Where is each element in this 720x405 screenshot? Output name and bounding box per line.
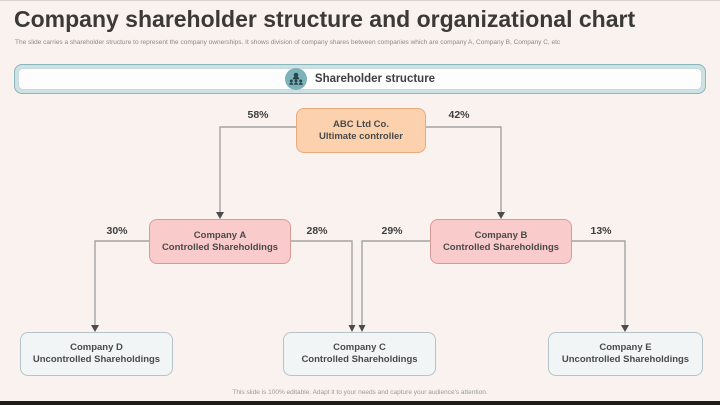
page-subtitle: The slide carries a shareholder structur… [15,39,561,46]
banner-label: Shareholder structure [314,73,436,85]
org-node-title: Company A [193,229,247,241]
banner-inner: Shareholder structure [18,68,702,90]
ownership-percent-label: 13% [590,225,612,237]
org-node-title: Company B [474,229,528,241]
org-node-subtitle: Uncontrolled Shareholdings [561,354,690,365]
org-node-title: Company C [333,342,386,354]
ownership-percent-label: 28% [306,225,328,237]
org-node-company-d[interactable]: Company D Uncontrolled Shareholdings [20,332,173,376]
ownership-percent-label: 30% [106,225,128,237]
org-node-company-b[interactable]: Company B Controlled Shareholdings [430,219,572,264]
org-node-subtitle: Ultimate controller [319,130,403,142]
shareholders-group-icon [284,68,307,90]
org-node-subtitle: Controlled Shareholdings [161,241,279,253]
ownership-percent-label: 58% [247,109,269,121]
org-node-company-e[interactable]: Company E Uncontrolled Shareholdings [548,332,703,376]
page-title: Company shareholder structure and organi… [14,6,636,32]
org-node-title: Company D [70,342,123,354]
org-node-abc-ltd[interactable]: ABC Ltd Co. Ultimate controller [296,108,426,153]
org-node-title: ABC Ltd Co. [333,118,389,130]
org-node-title: Company E [599,342,652,354]
org-node-company-a[interactable]: Company A Controlled Shareholdings [149,219,291,264]
org-node-subtitle: Uncontrolled Shareholdings [32,354,161,365]
ownership-percent-label: 29% [381,225,403,237]
ownership-percent-label: 42% [448,109,470,121]
org-node-subtitle: Controlled Shareholdings [301,354,418,365]
shareholder-structure-banner: Shareholder structure [14,64,706,94]
org-node-company-c[interactable]: Company C Controlled Shareholdings [283,332,436,376]
org-node-subtitle: Controlled Shareholdings [442,241,560,253]
editable-note: This slide is 100% editable. Adapt it to… [232,389,488,396]
bottom-bar [0,401,720,405]
